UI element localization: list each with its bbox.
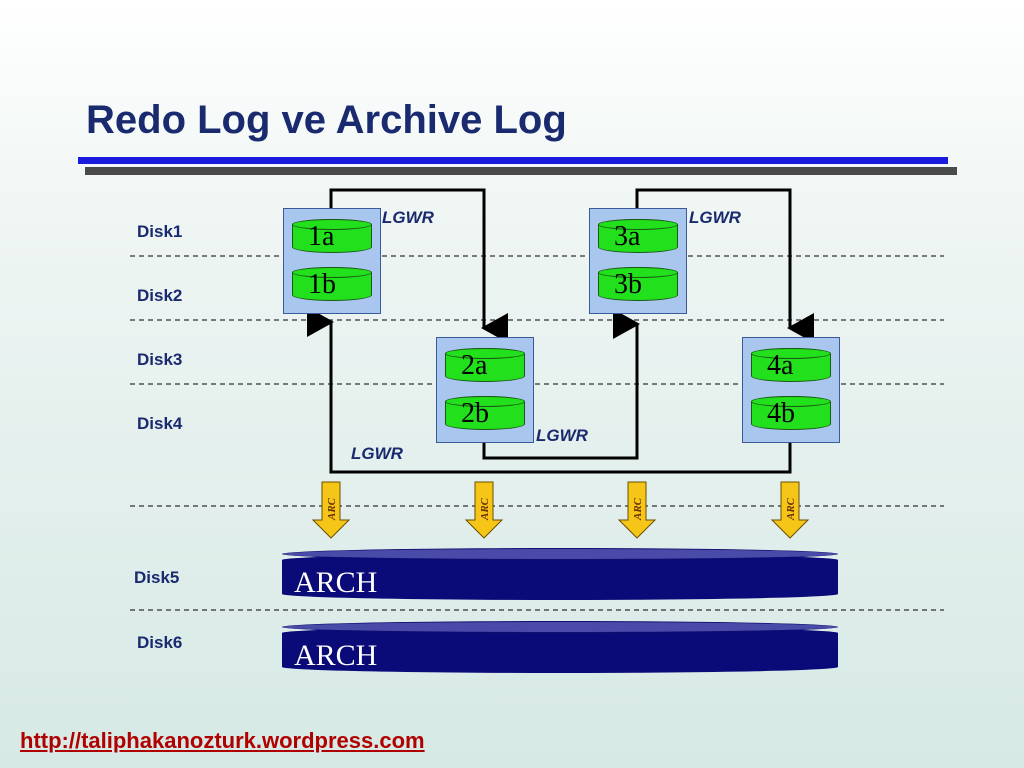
redo-log-member: 2a xyxy=(445,348,525,382)
lgwr-path-1-to-2 xyxy=(329,188,508,343)
lgwr-path-4-to-1 xyxy=(307,307,792,474)
lgwr-path-3-to-4 xyxy=(635,188,814,343)
archive-disk-5: ARCH xyxy=(282,548,838,600)
arc-arrow-3 xyxy=(617,481,657,539)
title-underline-blue xyxy=(78,157,948,164)
disk-label-4: Disk4 xyxy=(137,414,183,433)
arc-arrow-2 xyxy=(464,481,504,539)
archive-label: ARCH xyxy=(294,639,378,672)
redo-log-member: 2b xyxy=(445,396,525,430)
arc-label: ARC xyxy=(479,497,491,521)
footer-link[interactable]: http://taliphakanozturk.wordpress.com xyxy=(20,728,425,753)
redo-log-member: 1a xyxy=(292,219,372,253)
arc-label: ARC xyxy=(785,497,797,521)
redo-log-member: 4a xyxy=(751,348,831,382)
slide-title: Redo Log ve Archive Log xyxy=(86,98,567,142)
archive-label: ARCH xyxy=(294,566,378,599)
member-label: 4b xyxy=(767,398,795,429)
disk-label-6: Disk6 xyxy=(137,633,183,652)
member-label: 2b xyxy=(461,398,489,429)
arc-label: ARC xyxy=(326,497,338,521)
member-label: 1a xyxy=(308,221,335,252)
arc-arrow-4 xyxy=(770,481,810,539)
lgwr-label: LGWR xyxy=(536,426,588,445)
member-label: 3a xyxy=(614,221,641,252)
member-label: 2a xyxy=(461,350,488,381)
redo-log-member: 1b xyxy=(292,267,372,301)
disk-label-5: Disk5 xyxy=(134,568,180,587)
arc-arrow-1 xyxy=(311,481,351,539)
lgwr-label: LGWR xyxy=(351,444,403,463)
archive-disk-6: ARCH xyxy=(282,621,838,673)
redo-log-member: 3a xyxy=(598,219,678,253)
redo-log-group-3: 3a 3b xyxy=(589,208,687,314)
disk-label-3: Disk3 xyxy=(137,350,183,369)
redo-log-member: 4b xyxy=(751,396,831,430)
member-label: 1b xyxy=(308,269,336,300)
lgwr-path-2-to-3 xyxy=(482,309,640,460)
member-label: 3b xyxy=(614,269,642,300)
member-label: 4a xyxy=(767,350,794,381)
redo-log-group-2: 2a 2b xyxy=(436,337,534,443)
disk-label-1: Disk1 xyxy=(137,222,183,241)
redo-log-group-1: 1a 1b xyxy=(283,208,381,314)
redo-log-member: 3b xyxy=(598,267,678,301)
title-underline-gray xyxy=(85,167,957,175)
lgwr-label: LGWR xyxy=(689,208,741,227)
disk-label-2: Disk2 xyxy=(137,286,183,305)
lgwr-label: LGWR xyxy=(382,208,434,227)
redo-log-group-4: 4a 4b xyxy=(742,337,840,443)
arc-label: ARC xyxy=(632,497,644,521)
